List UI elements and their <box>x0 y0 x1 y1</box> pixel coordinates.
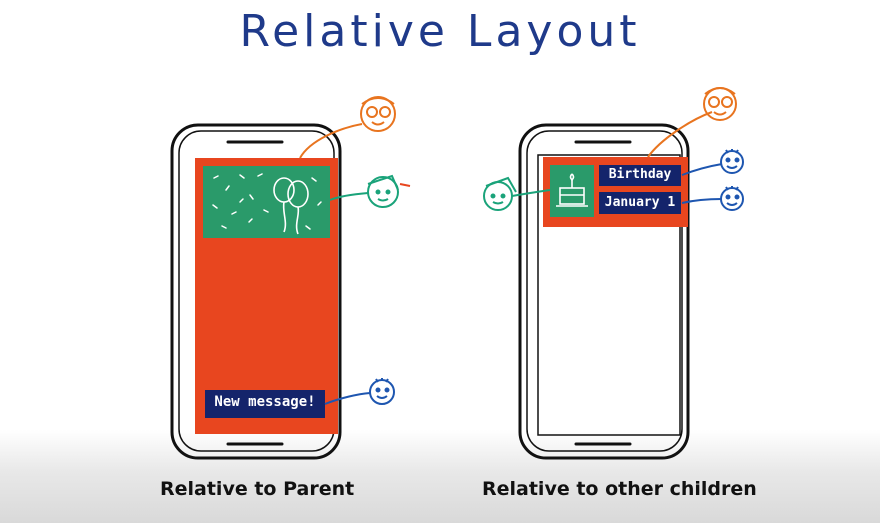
smiling-face-icon <box>720 149 744 174</box>
left-caption-text: Relative to Parent <box>160 478 355 500</box>
face-with-hat-icon <box>367 174 411 208</box>
smiling-face-icon <box>369 378 395 405</box>
face-with-glasses-icon <box>360 96 396 132</box>
date-label: January 1 <box>604 195 676 210</box>
confetti <box>212 173 322 230</box>
bottom-gradient <box>0 430 880 523</box>
balloons-icon <box>273 177 309 235</box>
right-caption: Relative to other children <box>473 478 765 502</box>
face-with-hat-icon <box>483 176 517 211</box>
birthday-cake-icon <box>556 173 588 207</box>
cake-card <box>550 165 594 217</box>
new-message-label: New message! <box>214 394 316 410</box>
birthday-label-box <box>599 165 681 186</box>
date-label-box <box>599 192 681 214</box>
smiling-face-icon <box>720 186 744 211</box>
left-phone <box>170 96 411 460</box>
right-caption-text: Relative to other children <box>482 478 757 500</box>
face-with-glasses-icon <box>703 87 737 121</box>
left-caption: Relative to Parent <box>151 478 363 502</box>
new-message-box <box>205 390 325 418</box>
diagram-title: Relative Layout <box>239 6 641 57</box>
right-phone <box>483 87 744 460</box>
balloon-card <box>203 166 330 238</box>
birthday-label: Birthday <box>608 167 672 182</box>
